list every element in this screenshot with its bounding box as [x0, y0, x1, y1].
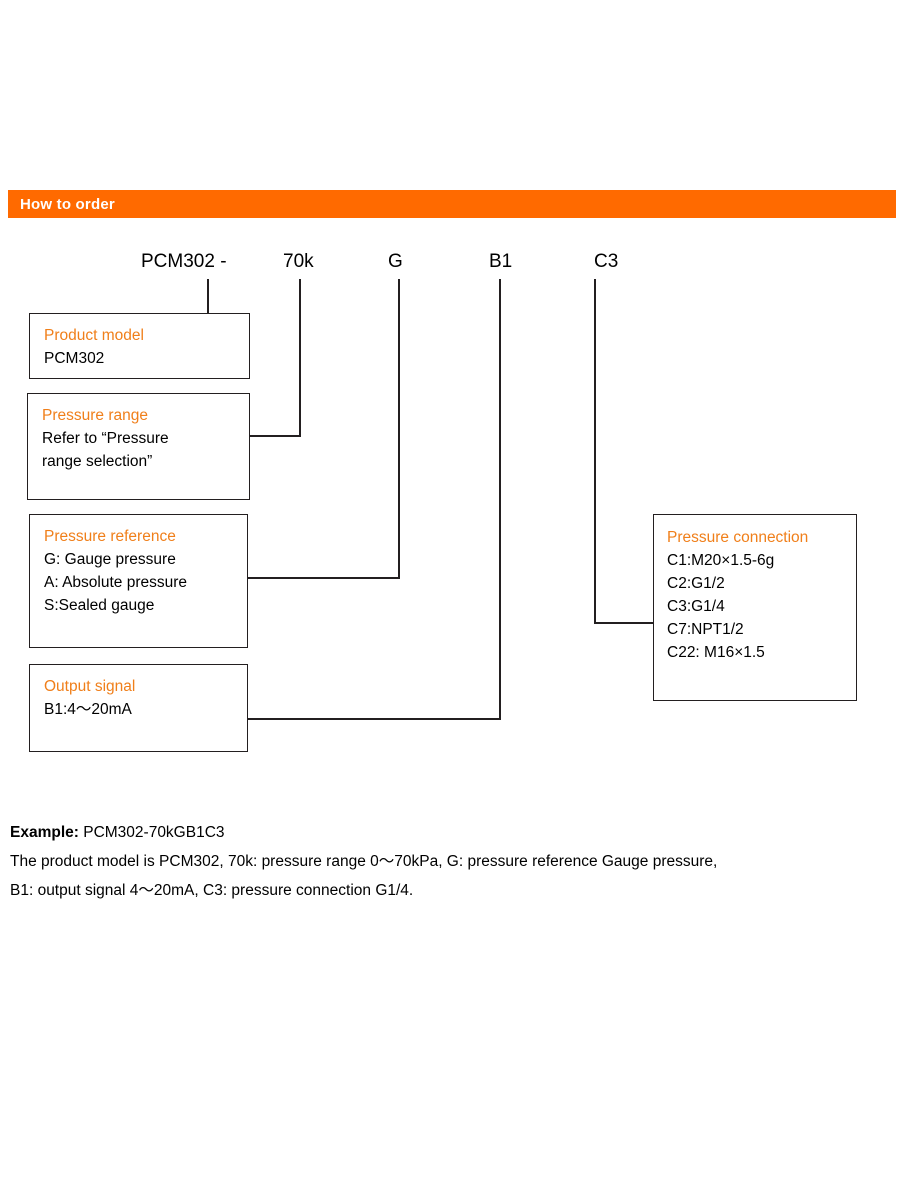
callout-title-pressure-connection: Pressure connection: [667, 529, 809, 546]
leader-pressure-connection: [594, 279, 653, 624]
callout-pressure-reference: Pressure reference G: Gauge pressure A: …: [29, 514, 248, 648]
example-code: PCM302-70kGB1C3: [78, 824, 225, 841]
example-description-line-2: B1: output signal 4～20mA, C3: pressure c…: [10, 882, 414, 899]
callout-line-pressure-reference-2: S:Sealed gauge: [44, 597, 155, 614]
section-header-bar: How to order: [8, 190, 896, 218]
callout-pressure-connection: Pressure connection C1:M20×1.5-6g C2:G1/…: [653, 514, 857, 701]
example-code-line: Example: PCM302-70kGB1C3: [10, 818, 894, 847]
code-segment-pressure-reference: G: [388, 251, 403, 272]
callout-line-pressure-range-0: Refer to “Pressure: [42, 430, 169, 447]
callout-line-pressure-reference-1: A: Absolute pressure: [44, 574, 188, 591]
leader-output-signal: [248, 279, 501, 720]
callout-line-pressure-reference-0: G: Gauge pressure: [44, 551, 176, 568]
callout-line-pressure-connection-2: C3:G1/4: [667, 598, 725, 615]
code-segment-pressure-range: 70k: [283, 251, 314, 272]
example-label: Example:: [10, 824, 79, 841]
callout-title-pressure-range: Pressure range: [42, 407, 148, 424]
example-block: Example: PCM302-70kGB1C3 The product mod…: [10, 818, 894, 905]
callout-line-pressure-connection-3: C7:NPT1/2: [667, 621, 744, 638]
code-segment-pressure-connection: C3: [594, 251, 619, 272]
callout-title-output-signal: Output signal: [44, 678, 136, 695]
callout-pressure-range: Pressure range Refer to “Pressure range …: [27, 393, 250, 500]
callout-line-pressure-connection-1: C2:G1/2: [667, 575, 725, 592]
model-code-row: PCM302 - 70k G B1 C3: [0, 249, 904, 275]
callout-line-pressure-connection-0: C1:M20×1.5-6g: [667, 552, 775, 569]
callout-line-pressure-range-1: range selection”: [42, 453, 153, 470]
callout-title-pressure-reference: Pressure reference: [44, 528, 176, 545]
leader-pressure-range: [250, 279, 301, 437]
callout-output-signal: Output signal B1:4～20mA: [29, 664, 248, 752]
code-segment-product-model: PCM302 -: [141, 251, 227, 272]
code-segment-output-signal: B1: [489, 251, 513, 272]
example-description-line-1: The product model is PCM302, 70k: pressu…: [10, 853, 718, 870]
callout-product-model: Product model PCM302: [29, 313, 250, 379]
leader-pressure-reference: [248, 279, 400, 579]
callout-title-product-model: Product model: [44, 327, 144, 344]
callout-line-product-model-0: PCM302: [44, 350, 105, 367]
callout-line-output-signal-0: B1:4～20mA: [44, 701, 132, 718]
section-title: How to order: [20, 195, 115, 213]
callout-line-pressure-connection-4: C22: M16×1.5: [667, 644, 765, 661]
